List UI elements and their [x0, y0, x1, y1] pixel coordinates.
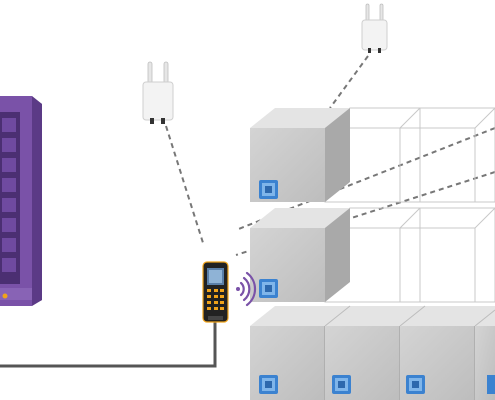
- shelf-row-3: [250, 305, 495, 400]
- rfid-handheld-scanner-icon: [202, 261, 229, 323]
- shelf-row-2: [250, 207, 495, 303]
- wireless-access-point-icon: [361, 3, 388, 53]
- shelf-row-1: [250, 107, 495, 203]
- link-shelving-top: [235, 127, 495, 231]
- rfid-tag-icon: [332, 375, 351, 394]
- rfid-tag-icon: [259, 279, 278, 298]
- server-rack-icon: [0, 96, 42, 306]
- storage-box: [400, 309, 495, 400]
- rfid-tag-icon: [487, 375, 495, 394]
- storage-box: [325, 305, 426, 400]
- empty-slot-outline: [324, 207, 495, 303]
- wireless-access-point-icon: [142, 61, 174, 124]
- storage-box: [475, 326, 495, 400]
- rfid-tag-icon: [259, 180, 278, 199]
- network-cable: [0, 322, 217, 368]
- rfid-tag-icon: [259, 375, 278, 394]
- empty-slot-outline: [324, 107, 495, 203]
- wireless-signal-icon: [236, 271, 257, 307]
- storage-box: [250, 305, 351, 400]
- server-status-light: [2, 293, 8, 299]
- link-ap2-to-shelving: [329, 55, 369, 109]
- link-ap1-to-handheld: [165, 125, 205, 247]
- rfid-tag-icon: [406, 375, 425, 394]
- storage-box: [250, 208, 350, 302]
- storage-box: [250, 108, 350, 202]
